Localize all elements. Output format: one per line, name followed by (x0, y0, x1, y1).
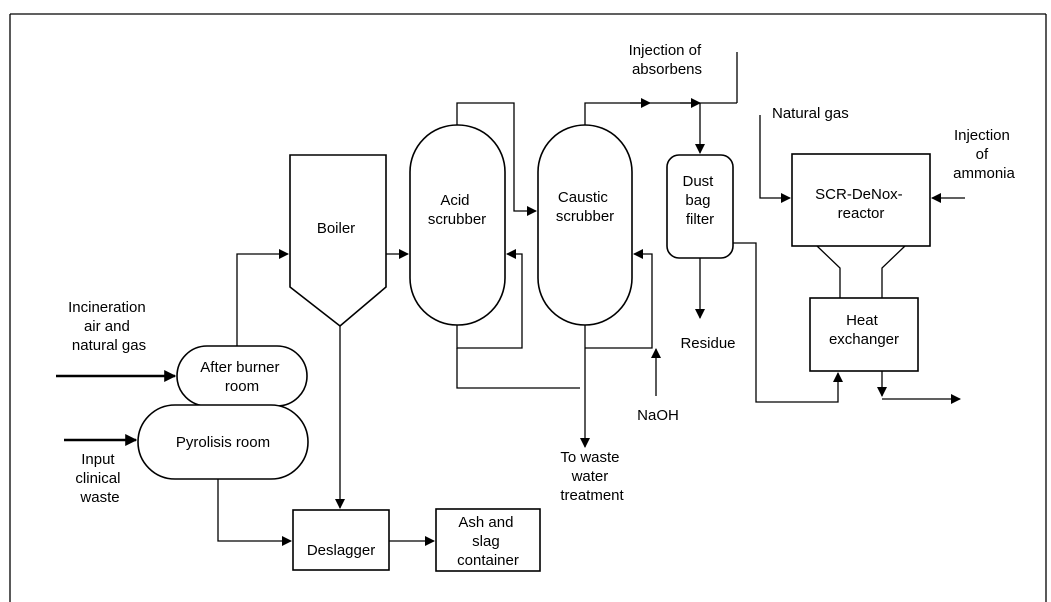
residue-label: Residue (680, 335, 735, 352)
boiler: Boiler (289, 154, 387, 328)
after-burner-room-label: After burner room (200, 359, 283, 395)
deslagger: Deslagger (292, 509, 390, 571)
dust-bag-filter-label: Dust bag filter (682, 173, 717, 228)
diagram-frame (9, 13, 1047, 602)
caustic-scrubber-label: Caustic scrubber (556, 189, 614, 225)
after-burner-room: After burner room (176, 345, 308, 407)
acid-scrubber: Acid scrubber (409, 124, 506, 326)
waste-water-label: To waste water treatment (560, 449, 624, 504)
heat-exchanger-label: Heat exchanger (829, 312, 899, 348)
injection-absorbens-label: Injection of absorbens (629, 42, 706, 78)
input-waste-label: Input clinical waste (75, 451, 124, 506)
incineration-air-label: Incineration air and natural gas (68, 299, 150, 354)
scr-denox-reactor: SCR-DeNox- reactor (791, 153, 931, 247)
deslagger-label: Deslagger (307, 542, 375, 559)
injection-ammonia-label: Injection of ammonia (953, 127, 1015, 182)
dust-bag-filter: Dust bag filter (666, 154, 734, 259)
heat-exchanger: Heat exchanger (809, 297, 919, 372)
boiler-label: Boiler (317, 220, 355, 237)
ash-slag-container-label: Ash and slag container (457, 514, 519, 569)
naoh-label: NaOH (637, 407, 679, 424)
natural-gas-label: Natural gas (772, 105, 849, 122)
pyrolisis-room-label: Pyrolisis room (176, 434, 270, 451)
ash-slag-container: Ash and slag container (435, 508, 541, 572)
caustic-scrubber: Caustic scrubber (537, 124, 633, 326)
scr-denox-reactor-label: SCR-DeNox- reactor (815, 186, 907, 222)
acid-scrubber-label: Acid scrubber (428, 192, 486, 228)
flow-lines (56, 52, 965, 546)
pyrolisis-room: Pyrolisis room (137, 404, 309, 480)
